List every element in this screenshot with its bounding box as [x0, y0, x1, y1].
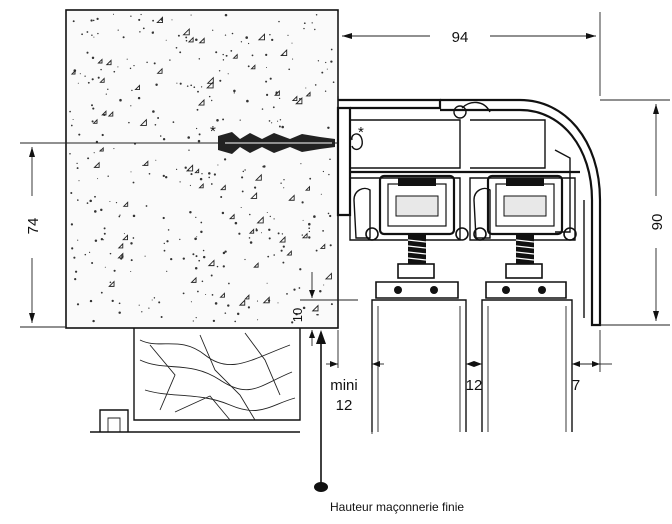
dimension-7: 7: [572, 377, 580, 394]
wall-anchor: *: [20, 123, 338, 154]
concrete-speckle-texture: [69, 13, 335, 324]
dimension-lines: [20, 12, 670, 434]
dimension-10: 10: [290, 308, 305, 322]
dimension-12: 12: [466, 377, 483, 394]
dimension-94: 94: [452, 29, 469, 46]
dimension-90: 90: [649, 214, 666, 231]
dimension-mini-value: 12: [336, 397, 353, 414]
rail-profile: *: [336, 98, 602, 327]
dimension-mini-label: mini: [330, 377, 358, 394]
fixing-marker-right: *: [358, 124, 364, 141]
fixing-marker-left: *: [210, 123, 216, 140]
trolley-left: [365, 174, 469, 299]
masonry-height-caption: Hauteur maçonnerie finie: [330, 500, 465, 514]
trolley-right: [473, 174, 577, 299]
dimension-74: 74: [25, 218, 42, 235]
timber-section-below: [90, 328, 301, 433]
concrete-block: [65, 9, 339, 329]
door-panels: [371, 299, 573, 432]
masonry-height-leader: [314, 330, 328, 492]
